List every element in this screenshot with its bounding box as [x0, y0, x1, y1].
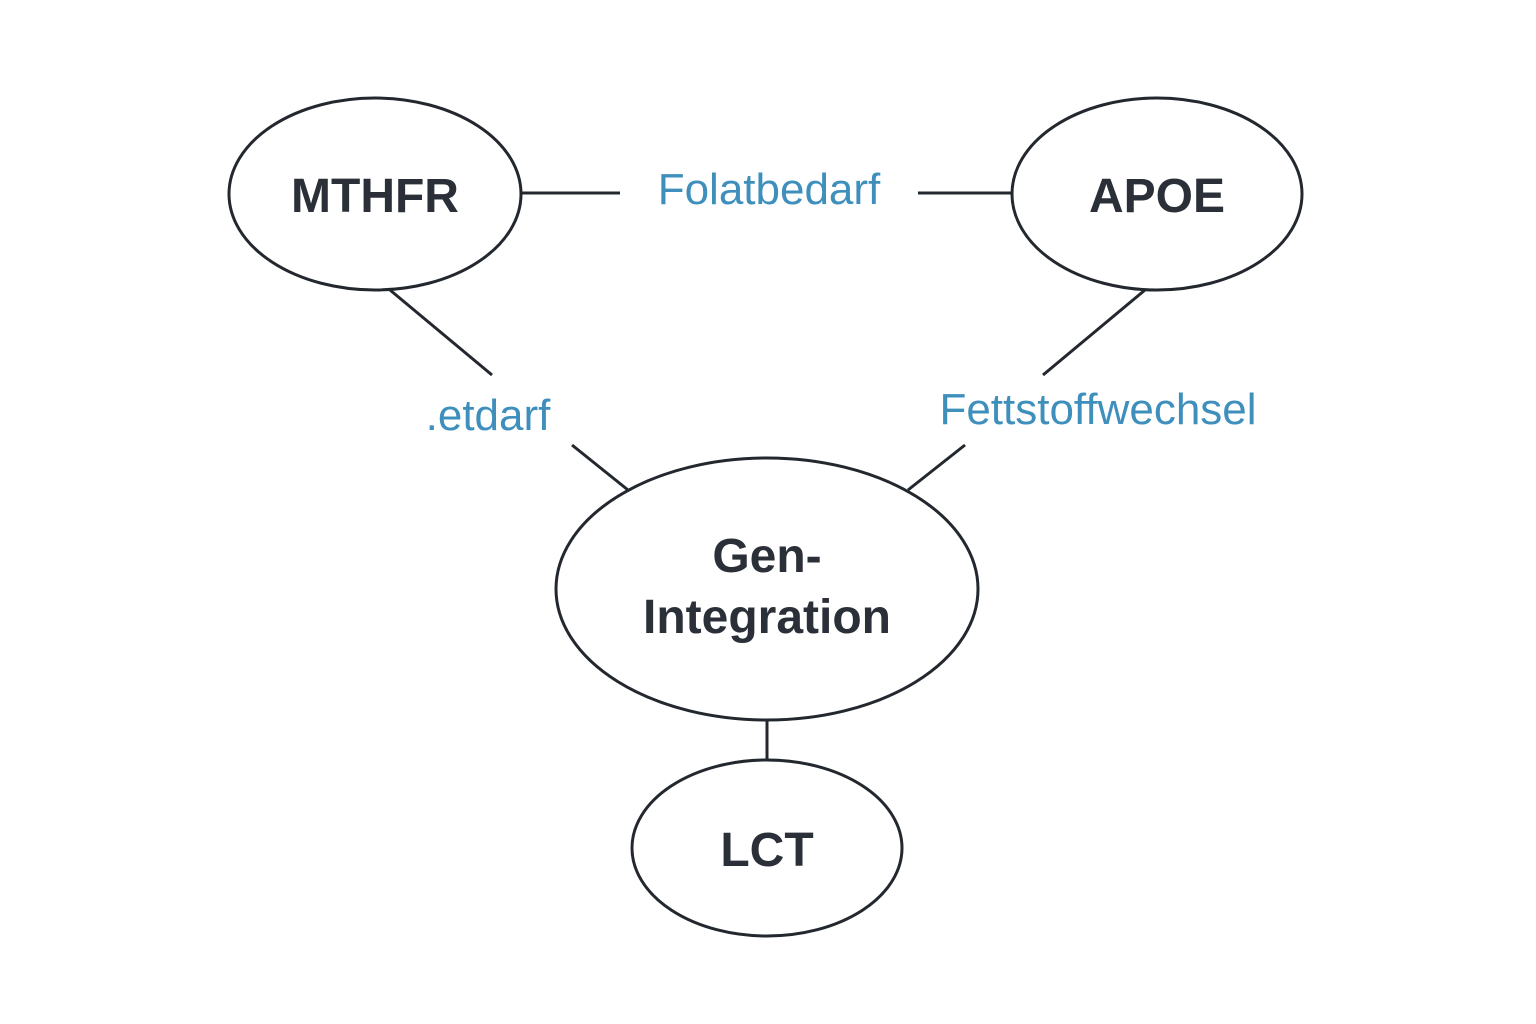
node-lct-shape — [630, 758, 904, 938]
edge-label-folatbedarf: Folatbedarf — [658, 165, 881, 214]
node-mthfr-label: MTHFR — [291, 170, 459, 223]
node-lct[interactable]: LCT — [630, 758, 904, 938]
node-mthfr[interactable]: MTHFR — [227, 96, 523, 292]
edge-apoe-fett-upper — [1042, 288, 1146, 377]
node-mthfr-shape — [227, 96, 523, 292]
node-gen-integration[interactable]: Gen- Integration — [554, 456, 980, 722]
node-apoe-shape — [1010, 96, 1304, 292]
node-gen-integration-shape — [554, 456, 980, 722]
edge-label-fettstoffwechsel: Fettstoffwechsel — [939, 385, 1256, 434]
edge-mthfr-bedarf-upper — [389, 288, 493, 377]
node-apoe-label: APOE — [1089, 170, 1225, 223]
node-gen-integration-label-line1: Gen- — [712, 530, 821, 583]
node-lct-label: LCT — [720, 824, 813, 877]
node-gen-integration-label-line2: Integration — [643, 591, 891, 644]
edge-label-bedarf: .etdarf — [426, 391, 552, 440]
edge-bedarf-gen-lower — [571, 443, 629, 492]
node-apoe[interactable]: APOE — [1010, 96, 1304, 292]
edge-fett-gen-lower — [907, 443, 966, 492]
